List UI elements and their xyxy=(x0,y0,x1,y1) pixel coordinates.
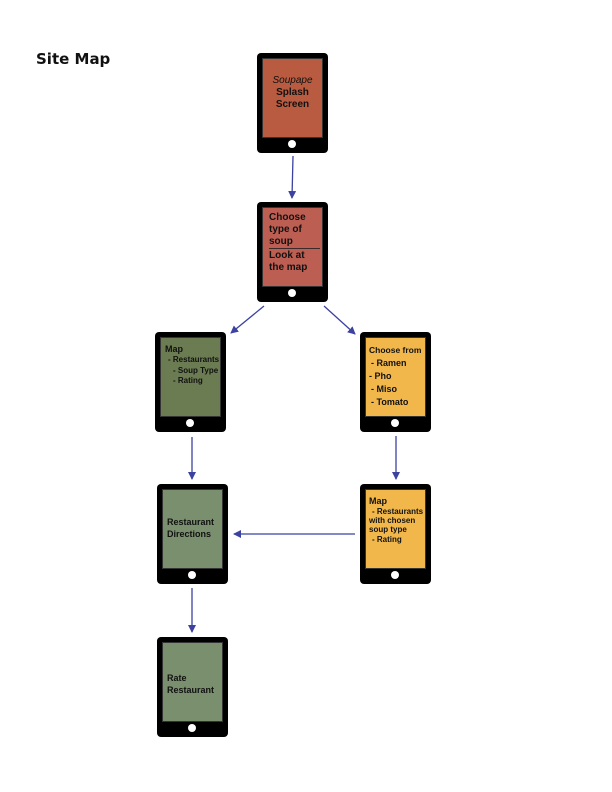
screen-label: Directions xyxy=(167,529,212,539)
screen-heading: Map xyxy=(369,496,387,506)
tablet-rate-restaurant: Rate Restaurant xyxy=(157,637,228,737)
option-text: Look at xyxy=(269,250,305,261)
option-text: soup xyxy=(269,236,293,247)
option-text: type of xyxy=(269,224,302,235)
divider xyxy=(269,248,320,249)
screen-heading: Map xyxy=(165,344,183,354)
tablet-restaurant-directions: Restaurant Directions xyxy=(157,484,228,584)
arrow-choose-to-map xyxy=(230,305,265,334)
screen-choose-type: Choose type of soup Look at the map xyxy=(262,207,323,287)
screen-label: Rate xyxy=(167,673,187,683)
list-item: - Miso xyxy=(371,384,397,394)
home-button-icon xyxy=(391,419,399,427)
list-item: - Rating xyxy=(173,376,203,385)
home-button-icon xyxy=(188,571,196,579)
tablet-choose-from: Choose from - Ramen - Pho - Miso - Tomat… xyxy=(360,332,431,432)
home-button-icon xyxy=(188,724,196,732)
screen-rate: Rate Restaurant xyxy=(162,642,223,722)
list-item: - Soup Type xyxy=(173,365,219,375)
home-button-icon xyxy=(288,140,296,148)
list-item: with chosen xyxy=(369,516,416,525)
screen-heading: Choose from xyxy=(369,345,422,355)
list-item: - Pho xyxy=(369,371,392,381)
list-item: - Tomato xyxy=(371,397,409,407)
screen-map-filtered: Map - Restaurants with chosen soup type … xyxy=(365,489,426,569)
tablet-map-filtered: Map - Restaurants with chosen soup type … xyxy=(360,484,431,584)
home-button-icon xyxy=(288,289,296,297)
arrow-choose-to-choose-from xyxy=(323,305,356,335)
screen-splash: Soupape Splash Screen xyxy=(262,58,323,138)
list-item: - Rating xyxy=(372,535,402,544)
screen-map: Map - Restaurants - Soup Type - Rating xyxy=(160,337,221,417)
screen-label: Screen xyxy=(275,99,310,110)
list-item: - Ramen xyxy=(371,358,407,368)
home-button-icon xyxy=(391,571,399,579)
tablet-splash-screen: Soupape Splash Screen xyxy=(257,53,328,153)
option-text: Choose xyxy=(269,212,306,223)
screen-label: Restaurant xyxy=(167,685,215,695)
list-item: soup type xyxy=(369,525,407,534)
list-item: - Restaurants xyxy=(168,355,220,364)
page-title: Site Map xyxy=(36,50,111,68)
screen-directions: Restaurant Directions xyxy=(162,489,223,569)
home-button-icon xyxy=(186,419,194,427)
brand-name: Soupape xyxy=(272,75,313,86)
tablet-map: Map - Restaurants - Soup Type - Rating xyxy=(155,332,226,432)
option-text: the map xyxy=(269,262,308,273)
list-item: - Restaurants xyxy=(372,507,424,516)
screen-label: Splash xyxy=(276,87,309,98)
screen-choose-from: Choose from - Ramen - Pho - Miso - Tomat… xyxy=(365,337,426,417)
arrow-splash-to-choose xyxy=(288,155,297,199)
tablet-choose-type: Choose type of soup Look at the map xyxy=(257,202,328,302)
screen-label: Restaurant xyxy=(167,517,215,527)
